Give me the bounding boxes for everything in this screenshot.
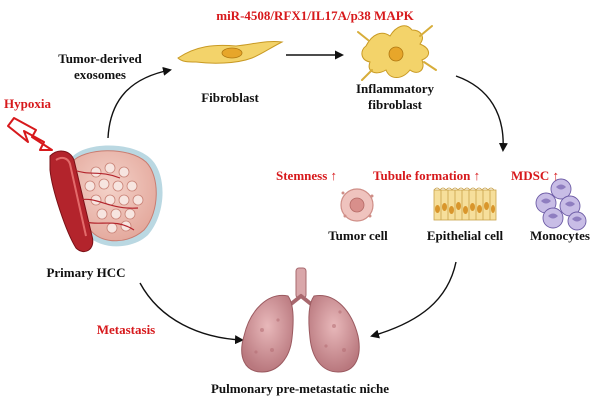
tumor-cell-label: Tumor cell — [328, 228, 388, 243]
exosomes-label-line1: Tumor-derived — [58, 51, 142, 66]
monocytes-label: Monocytes — [530, 228, 590, 243]
fibroblast-label: Fibroblast — [201, 90, 259, 105]
primary-hcc-illustration — [49, 145, 163, 252]
arrow-metastasis — [139, 282, 244, 345]
arrow-cells-to-niche — [370, 261, 457, 339]
lightning-bolt-icon — [7, 117, 53, 151]
stemness-label: Stemness ↑ — [276, 168, 338, 183]
primary-hcc-label: Primary HCC — [46, 265, 126, 280]
tumor-cell-illustration — [340, 188, 374, 222]
arrow-inflammatory-to-cells — [455, 75, 508, 152]
inflammatory-fibroblast-label-line2: fibroblast — [368, 97, 422, 112]
exosomes-label-line2: exosomes — [74, 67, 126, 82]
niche-label: Pulmonary pre-metastatic niche — [210, 381, 390, 396]
inflammatory-fibroblast-label-line1: Inflammatory — [356, 81, 434, 96]
metastasis-label: Metastasis — [96, 322, 156, 337]
pathway-title: miR-4508/RFX1/IL17A/p38 MAPK — [216, 8, 414, 23]
arrow-exosomes — [107, 66, 172, 139]
tubule-formation-label: Tubule formation ↑ — [373, 168, 481, 183]
inflammatory-fibroblast-illustration — [357, 25, 437, 81]
mdsc-label: MDSC ↑ — [511, 168, 560, 183]
fibroblast-illustration — [177, 41, 284, 64]
hypoxia-label: Hypoxia — [4, 96, 51, 111]
epithelial-cell-illustration — [433, 187, 497, 221]
lungs-illustration — [241, 267, 360, 373]
epithelial-cell-label: Epithelial cell — [426, 228, 504, 243]
